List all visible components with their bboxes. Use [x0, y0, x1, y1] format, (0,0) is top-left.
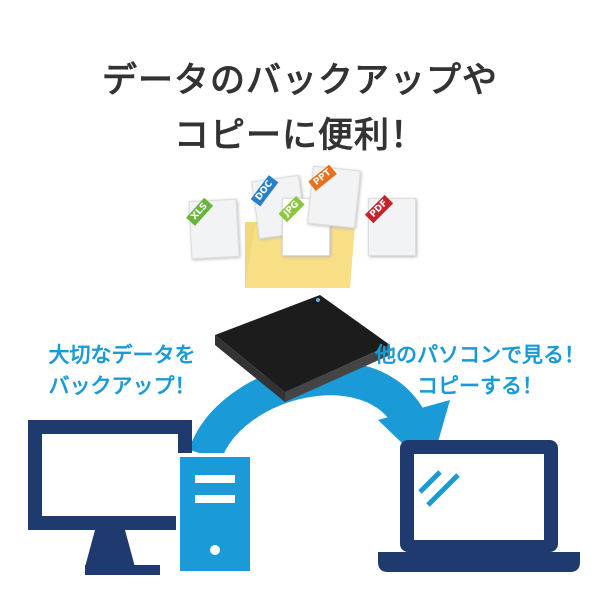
right-callout: 他のパソコンで見る！ コピーする！	[365, 340, 595, 402]
file-type-label: DOC	[250, 175, 279, 207]
left-callout-line-2: バックアップ！	[48, 374, 196, 398]
pc-tower-icon	[176, 453, 254, 575]
file-type-label: PDF	[364, 194, 394, 224]
right-callout-line-1: 他のパソコンで見る！	[375, 343, 585, 367]
pdf-file-icon: PDF	[364, 194, 416, 256]
file-type-label: XLS	[186, 197, 214, 226]
file-type-label: PPT	[308, 164, 338, 191]
headline-line-1: データのバックアップや	[101, 61, 498, 101]
headline-line-2: コピーに便利！	[173, 116, 426, 156]
portable-hdd-icon	[215, 295, 390, 402]
laptop-icon	[378, 440, 580, 572]
ppt-file-icon: PPT	[307, 164, 361, 229]
xls-file-icon: XLS	[186, 197, 240, 260]
desktop-monitor-icon	[28, 420, 192, 575]
right-callout-line-2: コピーする！	[417, 374, 543, 398]
left-callout-line-1: 大切なデータを	[48, 343, 196, 367]
left-callout: 大切なデータを バックアップ！	[22, 340, 222, 402]
file-type-label: JPG	[278, 195, 305, 223]
